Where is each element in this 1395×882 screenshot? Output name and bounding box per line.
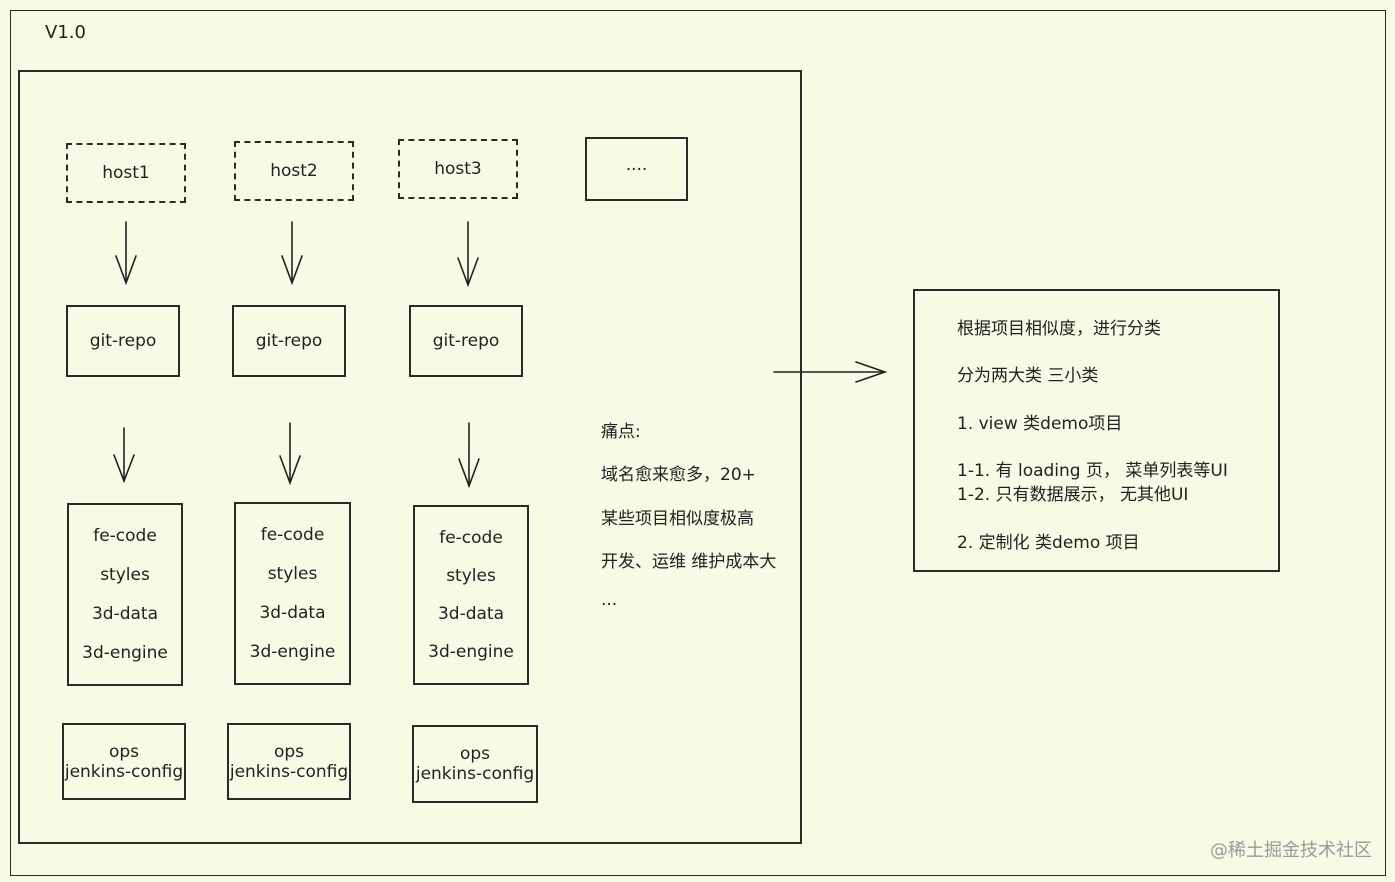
pain-point-item: 某些项目相似度极高 bbox=[601, 509, 754, 529]
component-styles: styles bbox=[446, 566, 496, 586]
more-hosts-label: .... bbox=[625, 155, 648, 175]
ops1-box: ops jenkins-config bbox=[62, 723, 186, 800]
arrow-host1-to-repo bbox=[115, 221, 137, 286]
component-3d-data: 3d-data bbox=[437, 604, 505, 624]
repo3-label: git-repo bbox=[432, 331, 500, 351]
pain-points-title: 痛点: bbox=[601, 422, 641, 442]
component-3d-engine: 3d-engine bbox=[428, 642, 514, 662]
host2-box: host2 bbox=[234, 141, 354, 201]
ops-label: ops bbox=[273, 741, 305, 762]
arrow-host3-to-repo bbox=[457, 221, 479, 288]
arrow-repo2-to-code bbox=[279, 422, 301, 486]
component-fe-code: fe-code bbox=[439, 528, 503, 548]
arrow-host2-to-repo bbox=[281, 221, 303, 286]
pain-point-item: 开发、运维 维护成本大 bbox=[601, 552, 777, 572]
components2-box: fe-code styles 3d-data 3d-engine bbox=[234, 502, 351, 685]
summary-line: 分为两大类 三小类 bbox=[957, 366, 1099, 386]
jenkins-config-label: jenkins-config bbox=[415, 764, 535, 784]
component-styles: styles bbox=[100, 565, 150, 586]
ops-label: ops bbox=[459, 744, 491, 764]
component-3d-data: 3d-data bbox=[91, 603, 159, 624]
ops3-box: ops jenkins-config bbox=[412, 725, 538, 803]
component-styles: styles bbox=[267, 564, 318, 585]
version-label: V1.0 bbox=[45, 22, 86, 43]
arrow-repo1-to-code bbox=[113, 427, 135, 484]
summary-line: 1-1. 有 loading 页， 菜单列表等UI bbox=[957, 461, 1228, 481]
host1-label: host1 bbox=[102, 163, 150, 183]
arrow-repo3-to-code bbox=[458, 422, 480, 489]
component-3d-data: 3d-data bbox=[259, 602, 326, 623]
host3-box: host3 bbox=[398, 139, 518, 199]
components3-box: fe-code styles 3d-data 3d-engine bbox=[413, 505, 529, 685]
summary-line: 1. view 类demo项目 bbox=[957, 414, 1123, 434]
components1-box: fe-code styles 3d-data 3d-engine bbox=[67, 503, 183, 686]
component-3d-engine: 3d-engine bbox=[249, 641, 336, 662]
host3-label: host3 bbox=[434, 159, 482, 179]
ops2-box: ops jenkins-config bbox=[227, 723, 351, 800]
repo2-box: git-repo bbox=[232, 305, 346, 377]
ops-label: ops bbox=[108, 741, 140, 762]
outer-frame bbox=[10, 10, 1386, 876]
summary-line: 根据项目相似度，进行分类 bbox=[957, 319, 1161, 339]
repo3-box: git-repo bbox=[409, 305, 523, 377]
repo2-label: git-repo bbox=[255, 331, 323, 351]
summary-line: 1-2. 只有数据展示， 无其他UI bbox=[957, 485, 1189, 505]
component-3d-engine: 3d-engine bbox=[82, 642, 168, 663]
pain-point-item: 域名愈来愈多，20+ bbox=[601, 465, 756, 485]
watermark: @稀土掘金技术社区 bbox=[1210, 840, 1372, 861]
host2-label: host2 bbox=[270, 161, 318, 181]
component-fe-code: fe-code bbox=[93, 526, 157, 547]
repo1-label: git-repo bbox=[89, 331, 157, 351]
repo1-box: git-repo bbox=[66, 305, 180, 377]
inner-frame bbox=[18, 70, 802, 844]
jenkins-config-label: jenkins-config bbox=[229, 761, 349, 782]
summary-box bbox=[913, 289, 1280, 572]
pain-point-item: ... bbox=[601, 590, 618, 610]
summary-line: 2. 定制化 类demo 项目 bbox=[957, 533, 1140, 553]
host1-box: host1 bbox=[66, 143, 186, 203]
arrow-to-summary bbox=[773, 361, 888, 383]
component-fe-code: fe-code bbox=[260, 525, 325, 546]
jenkins-config-label: jenkins-config bbox=[64, 761, 184, 782]
more-hosts-box: .... bbox=[585, 137, 688, 201]
